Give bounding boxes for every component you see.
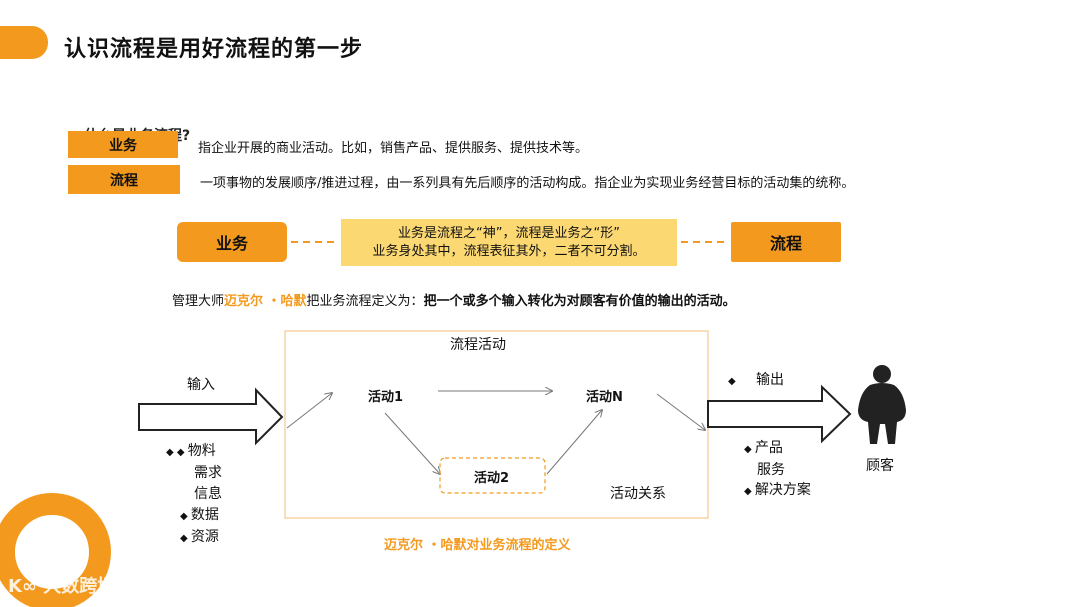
definition-tag-process: 流程 — [68, 165, 180, 194]
quote-prefix: 管理大师 — [172, 294, 225, 309]
input-item: ◆ ◆ 物料 — [166, 443, 216, 459]
title-accent-bar — [0, 26, 48, 59]
process-title: 流程活动 — [450, 337, 506, 353]
definition-tag-business: 业务 — [68, 131, 178, 158]
input-item: 信息 — [194, 486, 222, 502]
activity1-label: 活动1 — [368, 390, 404, 405]
customer-label: 顾客 — [866, 458, 894, 474]
arrow-input-to-activity1 — [286, 393, 332, 429]
diagram-caption: 迈克尔 ・哈默对业务流程的定义 — [384, 538, 571, 553]
dashed-connector-right — [681, 241, 729, 243]
arrow-activityN-to-output — [656, 393, 705, 430]
definition-text-business: 指企业开展的商业活动。比如，销售产品、提供服务、提供技术等。 — [198, 141, 589, 156]
dashed-connector-left — [291, 241, 339, 243]
activity2-label: 活动2 — [474, 471, 510, 486]
activity2-box — [439, 457, 546, 494]
output-item: ◆ 解决方案 — [744, 482, 811, 498]
inputs-list: ◆ ◆ 物料 需求 信息 ◆ 数据 ◆ 资源 — [166, 441, 222, 549]
quote-author: 迈克尔 ・哈默 — [224, 294, 307, 309]
quote-definition: 把一个或多个输入转化为对顾客有价值的输出的活动。 — [423, 294, 736, 309]
watermark-logo-icon: K∞ — [8, 576, 44, 597]
relation-statement-line2: 业务身处其中，流程表征其外，二者不可分割。 — [372, 243, 646, 259]
output-label: 输出 — [756, 372, 784, 388]
watermark-text: 大数跨境 — [43, 576, 116, 597]
output-item: 服务 — [757, 462, 785, 478]
decorative-ring — [0, 493, 111, 607]
output-item: ◆ 产品 — [744, 440, 783, 456]
relation-business-box: 业务 — [177, 222, 287, 262]
relation-label: 活动关系 — [610, 486, 666, 502]
outputs-list: ◆ 产品 服务 ◆ 解决方案 — [744, 438, 811, 502]
input-item: 需求 — [194, 465, 222, 481]
input-label: 输入 — [187, 377, 215, 393]
definition-text-process: 一项事物的发展顺序/推进过程，由一系列具有先后顺序的活动构成。指企业为实现业务经… — [200, 176, 855, 191]
input-item: ◆ 资源 — [180, 529, 219, 545]
arrow-activity2-to-activityN — [546, 410, 602, 475]
page-title: 认识流程是用好流程的第一步 — [64, 37, 364, 62]
input-arrow — [138, 387, 284, 446]
customer-icon — [858, 365, 906, 444]
input-item: ◆ 数据 — [180, 507, 219, 523]
hammer-quote: 管理大师迈克尔 ・哈默把业务流程定义为：把一个或多个输入转化为对顾客有价值的输出… — [172, 290, 736, 309]
output-arrow — [707, 384, 852, 444]
relation-statement-box: 业务是流程之“神”，流程是业务之“形” 业务身处其中，流程表征其外，二者不可分割… — [341, 219, 677, 266]
relation-process-box: 流程 — [731, 222, 841, 262]
quote-middle: 把业务流程定义为： — [306, 294, 424, 309]
relation-statement-line1: 业务是流程之“神”，流程是业务之“形” — [398, 225, 620, 241]
output-bullet: ◆ — [728, 376, 736, 387]
watermark: K∞ 大数跨境 — [8, 572, 115, 598]
activityN-label: 活动N — [586, 390, 623, 405]
arrow-activity1-to-activity2 — [384, 412, 440, 474]
